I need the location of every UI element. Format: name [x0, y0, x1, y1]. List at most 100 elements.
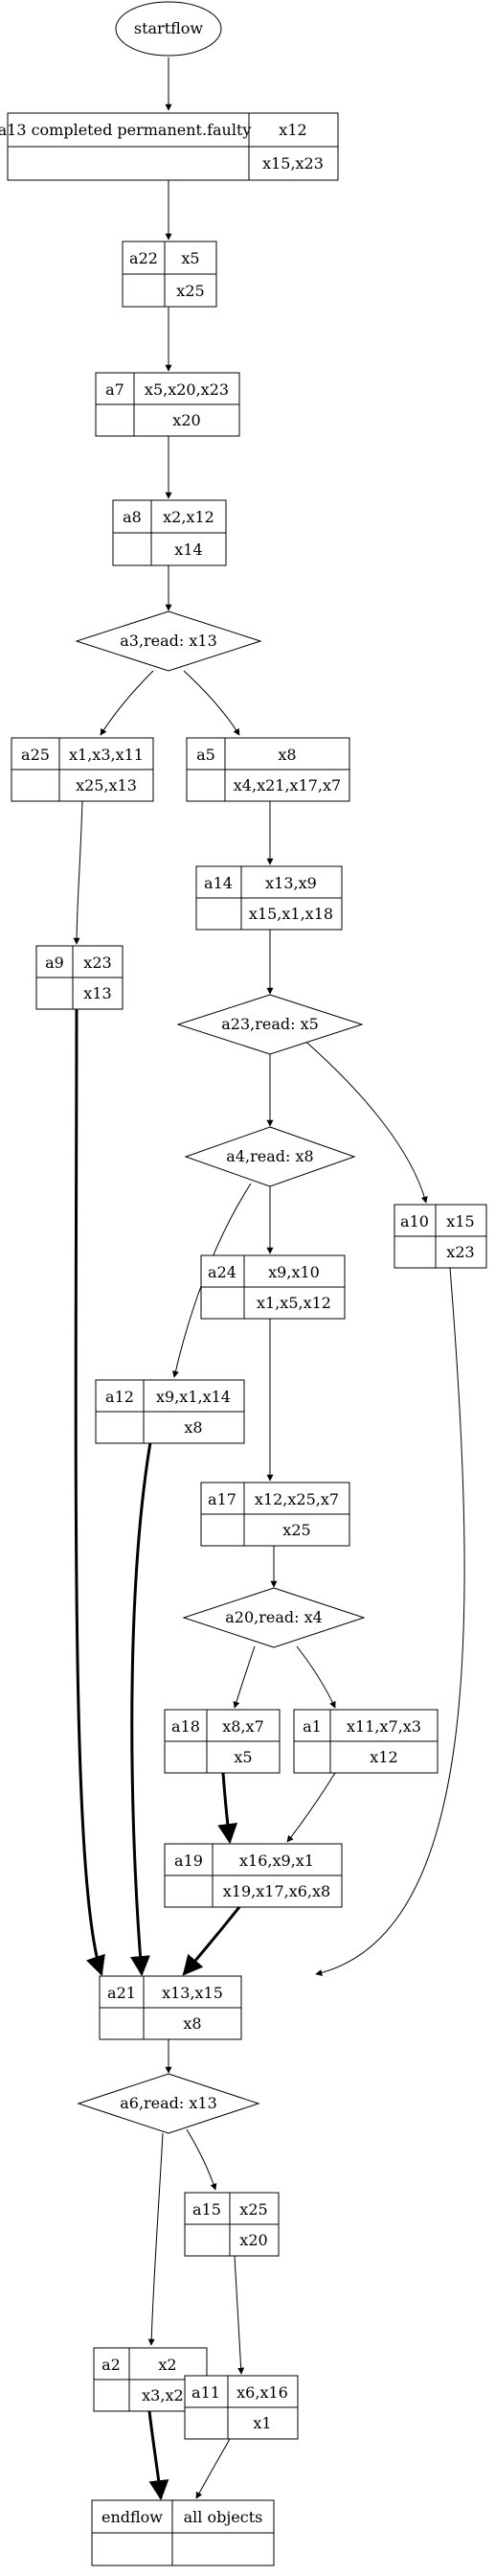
activity-a14: a14 x13,x9 x15,x1,x18 [195, 865, 343, 931]
decision-a4: a4,read: x8 [184, 1126, 356, 1187]
activity-a12: a12 x9,x1,x14 x8 [95, 1379, 245, 1444]
a17-id: a17 [208, 1490, 236, 1508]
a1-in: x11,x7,x3 [347, 1717, 421, 1736]
a24-out: x1,x5,x12 [257, 1294, 331, 1312]
activity-a22: a22 x5 x25 [122, 241, 217, 308]
a22-in: x5 [181, 249, 199, 267]
a2-id: a2 [101, 2356, 121, 2374]
activity-a13: a13 completed permanent.faulty x12 x15,x… [0, 112, 339, 181]
a9-id: a9 [45, 954, 64, 972]
decision-a6: a6,read: x13 [77, 2073, 260, 2134]
a19-in: x16,x9,x1 [239, 1852, 314, 1870]
a10-in: x15 [446, 1212, 474, 1230]
a15-out: x20 [239, 2231, 267, 2249]
a13-out: x15,x23 [262, 154, 324, 172]
decision-a20: a20,read: x4 [182, 1587, 366, 1648]
activity-a8: a8 x2,x12 x14 [112, 499, 227, 566]
a10-out: x23 [446, 1243, 474, 1261]
a18-in: x8,x7 [222, 1717, 264, 1736]
edge-a15-a11 [234, 2255, 245, 2375]
activity-a25: a25 x1,x3,x11 x25,x13 [11, 737, 154, 802]
a14-in: x13,x9 [265, 874, 317, 892]
a22-out: x25 [176, 282, 204, 300]
edge-a1-a19 [286, 1772, 336, 1843]
a17-out: x25 [282, 1521, 310, 1539]
a19-id: a19 [174, 1852, 203, 1870]
activity-a24: a24 x9,x10 x1,x5,x12 [200, 1254, 346, 1320]
edge-a9-a21 [74, 975, 105, 1976]
a18-out: x5 [234, 1748, 252, 1766]
decision-a6-label: a6,read: x13 [120, 2094, 217, 2112]
end-label: endflow [101, 2508, 163, 2526]
edge-a3-a25 [100, 670, 154, 736]
a1-id: a1 [303, 1717, 322, 1736]
a5-out: x4,x21,x17,x7 [234, 776, 341, 794]
a24-in: x9,x10 [268, 1263, 320, 1281]
edge-a25-a9 [73, 800, 83, 945]
edge-a23-a10 [301, 1037, 428, 1204]
a9-out: x13 [83, 984, 111, 1002]
a9-in: x23 [83, 954, 111, 972]
decision-a3: a3,read: x13 [75, 610, 262, 672]
a15-id: a15 [192, 2200, 221, 2219]
edge-a20-a18 [233, 1645, 256, 1709]
activity-a9: a9 x23 x13 [35, 945, 124, 1010]
a2-in: x2 [158, 2356, 176, 2374]
end-node: endflow all objects [91, 2499, 275, 2566]
edge-a20-a1 [296, 1645, 336, 1709]
a7-id: a7 [105, 380, 124, 399]
a13-in: x12 [279, 121, 306, 139]
edge-a2-end [147, 2410, 169, 2501]
activity-a18: a18 x8,x7 x5 [164, 1709, 281, 1774]
a5-id: a5 [196, 746, 215, 764]
a11-in: x6,x16 [236, 2383, 288, 2402]
activity-a7: a7 x5,x20,x23 x20 [95, 372, 240, 437]
edge-a12-a21 [130, 1425, 155, 1977]
edge-a10-a21 [315, 1267, 465, 1976]
a12-out: x8 [184, 1418, 202, 1437]
a5-in: x8 [278, 746, 296, 764]
activity-a17: a17 x12,x25,x7 x25 [200, 1482, 350, 1547]
a1-out: x12 [370, 1748, 397, 1766]
activity-a19: a19 x16,x9,x1 x19,x17,x6,x8 [164, 1843, 343, 1908]
decision-a4-label: a4,read: x8 [226, 1147, 313, 1165]
a11-id: a11 [191, 2383, 220, 2402]
a2-out: x3,x21 [142, 2386, 193, 2404]
a25-out: x25,x13 [76, 776, 137, 794]
start-node: startflow [115, 1, 222, 57]
edge-a18-a19 [217, 1772, 238, 1845]
a25-in: x1,x3,x11 [69, 746, 144, 764]
a8-in: x2,x12 [163, 508, 214, 526]
a12-id: a12 [105, 1388, 134, 1406]
a13-id: a13 completed permanent.faulty [0, 121, 251, 139]
a12-in: x9,x1,x14 [156, 1388, 231, 1406]
activity-a15: a15 x25 x20 [184, 2192, 280, 2257]
a19-out: x19,x17,x6,x8 [223, 1882, 330, 1900]
a8-id: a8 [123, 508, 142, 526]
a14-out: x15,x1,x18 [249, 905, 333, 923]
decision-a20-label: a20,read: x4 [225, 1608, 323, 1626]
edge-a19-a21 [182, 1906, 241, 1976]
end-detail: all objects [184, 2508, 263, 2526]
a24-id: a24 [208, 1263, 236, 1281]
edge-a3-a5 [183, 670, 240, 736]
a7-out: x20 [172, 411, 200, 429]
activity-a21: a21 x13,x15 x8 [99, 1975, 242, 2040]
edge-a11-end [195, 2438, 231, 2499]
activity-a5: a5 x8 x4,x21,x17,x7 [186, 737, 350, 802]
a18-id: a18 [171, 1717, 200, 1736]
a17-in: x12,x25,x7 [255, 1490, 339, 1508]
decision-a23-label: a23,read: x5 [221, 1015, 319, 1033]
thick-edges [74, 975, 241, 2501]
a8-out: x14 [174, 540, 202, 559]
a21-in: x13,x15 [162, 1984, 223, 2002]
decision-a23: a23,read: x5 [176, 994, 364, 1055]
a15-in: x25 [239, 2200, 267, 2219]
a14-id: a14 [204, 874, 233, 892]
a10-id: a10 [400, 1212, 429, 1230]
activity-a1: a1 x11,x7,x3 x12 [293, 1709, 439, 1774]
a25-id: a25 [21, 746, 50, 764]
edge-a6-a2 [147, 2132, 164, 2346]
